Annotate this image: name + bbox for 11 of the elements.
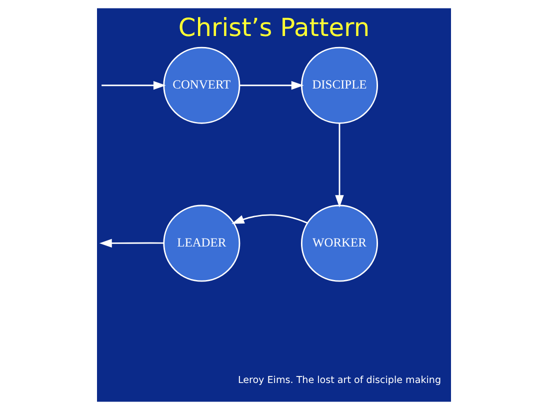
caption: Leroy Eims. The lost art of disciple making [237,375,441,386]
arrow [334,123,344,208]
arrow [231,214,308,224]
arrow [239,81,304,90]
node-circle: LEADER [162,204,240,282]
arrow [98,238,164,248]
node-circle: WORKER [300,204,378,282]
node-circle: DISCIPLE [300,46,378,124]
diagram-title: Christ’s Pattern [178,12,370,42]
node-circle: CONVERT [162,46,240,124]
arrow [101,81,166,90]
